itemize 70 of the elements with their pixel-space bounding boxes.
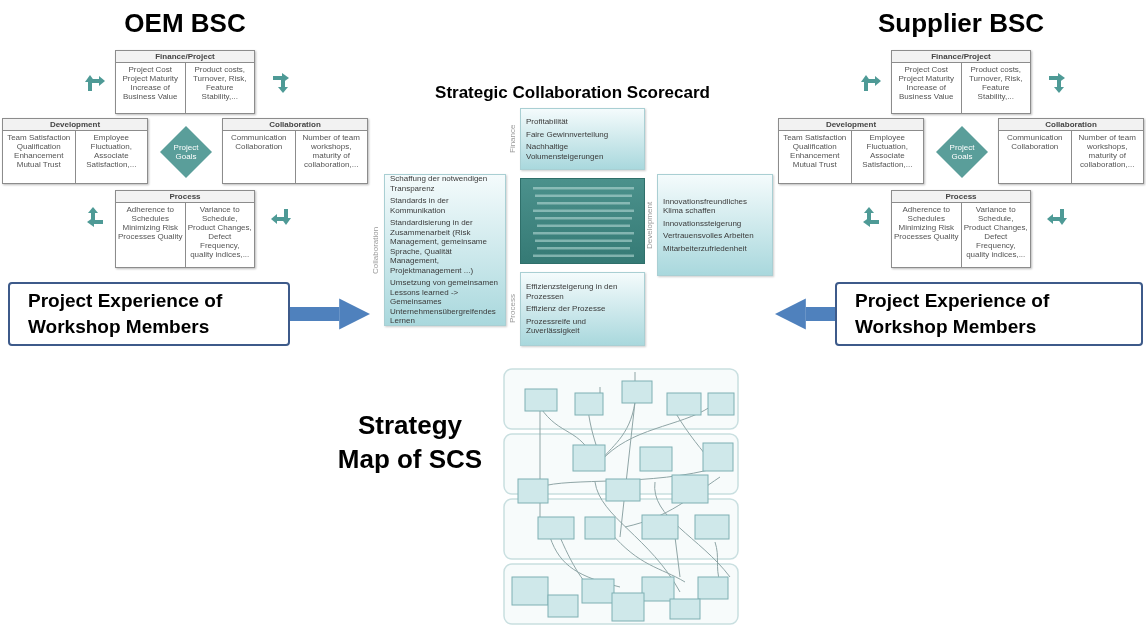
perspective-cell: Employee Fluctuation, Associate Satisfaction,... xyxy=(850,131,923,183)
objective-text: Schaffung der notwendigen Transparenz xyxy=(390,174,489,194)
objective-text: Prozessreife und Zuverlässigkeit xyxy=(526,316,588,336)
goal-label: Project Goals xyxy=(172,143,200,161)
perspective-cell-text: Communication Collaboration xyxy=(229,132,288,153)
perspective-table xyxy=(778,118,924,184)
perspective-cell-text: Communication Collaboration xyxy=(1005,132,1064,153)
objective-text: Vertrauensvolles Arbeiten xyxy=(663,231,755,241)
goal-diamond xyxy=(160,126,212,178)
perspective-cell-text: Team Satisfaction Qualification Enhancement Mutual Trust xyxy=(782,132,848,171)
scorecard-box xyxy=(384,174,506,326)
perspective-cell: Product costs, Turnover, Risk, Feature Stability,... xyxy=(960,63,1030,113)
bsc-title: OEM BSC xyxy=(2,6,368,42)
objective-text: Faire Gewinnverteilung xyxy=(526,129,610,139)
block-arrow xyxy=(290,298,370,330)
perspective-table xyxy=(222,118,368,184)
perspective-table xyxy=(115,190,255,268)
objective-text: Effizienzsteigerung in den Prozessen xyxy=(526,282,619,302)
scorecard-box xyxy=(520,108,645,170)
objective-text: Standards in der Kommunikation xyxy=(390,196,450,216)
objective-text: Nachhaltige Volumensteigerungen xyxy=(526,142,605,161)
perspective-table xyxy=(998,118,1144,184)
strategy-map-picture xyxy=(500,367,742,625)
goal-diamond xyxy=(936,126,988,178)
experience-box xyxy=(835,282,1143,346)
perspective-header: Finance/Project xyxy=(116,51,254,63)
perspective-cell-text: Project Cost Project Maturity Increase of Business Value xyxy=(121,64,180,103)
perspective-header: Development xyxy=(3,119,147,131)
perspective-cell: Variance to Schedule, Product Changes, Defect Frequency, quality indices,... xyxy=(184,203,254,267)
experience-label: Project Experience of Workshop Members xyxy=(855,289,1051,339)
perspective-cell: Variance to Schedule, Product Changes, Defect Frequency, quality indices,... xyxy=(960,203,1030,267)
bsc-title: Supplier BSC xyxy=(778,6,1144,42)
side-label: Finance xyxy=(509,123,517,156)
perspective-header: Finance/Project xyxy=(892,51,1030,63)
objective-text: Mitarbeiterzufriedenheit xyxy=(663,243,748,254)
perspective-cell-text: Adherence to Schedules Minimizing Risk Processes Quality xyxy=(117,204,184,243)
objective-text: Innovationsfreundliches Klima schaffen xyxy=(663,196,749,216)
perspective-header: Process xyxy=(892,191,1030,203)
objective-text: Umsetzung von gemeinsamen Lessons learned -> Gemeinsames Unternehmensübergreifendes Lernen xyxy=(390,278,500,326)
goal-label: Project Goals xyxy=(948,143,976,161)
objective-text: Profitabilität xyxy=(526,117,569,127)
perspective-cell-text: Project Cost Project Maturity Increase of Business Value xyxy=(897,64,956,103)
perspective-table xyxy=(2,118,148,184)
objective-text: Standardisierung in der Zusammenarbeit (Risk Management, gemeinsame Sprache, Qualität Management, Projektmanagement ...) xyxy=(390,218,488,276)
scorecard-box xyxy=(520,272,645,346)
vision-box xyxy=(520,178,645,264)
block-arrow xyxy=(775,298,835,330)
perspective-header: Development xyxy=(779,119,923,131)
perspective-cell: Number of team workshops, maturity of collaboration,... xyxy=(1070,131,1143,183)
perspective-table xyxy=(115,50,255,114)
perspective-cell-text: Team Satisfaction Qualification Enhancement Mutual Trust xyxy=(6,132,72,171)
perspective-header: Process xyxy=(116,191,254,203)
perspective-cell: Employee Fluctuation, Associate Satisfaction,... xyxy=(74,131,147,183)
experience-label: Project Experience of Workshop Members xyxy=(28,289,224,339)
side-label: Process xyxy=(509,293,517,326)
scorecard-box xyxy=(657,174,773,276)
perspective-cell-text: Adherence to Schedules Minimizing Risk Processes Quality xyxy=(893,204,960,243)
objective-text: Effizienz der Prozesse xyxy=(526,304,607,314)
perspective-header: Collaboration xyxy=(223,119,367,131)
perspective-cell: Number of team workshops, maturity of collaboration,... xyxy=(294,131,367,183)
side-label: Development xyxy=(646,200,654,251)
perspective-table xyxy=(891,50,1031,114)
perspective-table xyxy=(891,190,1031,268)
side-label: Collaboration xyxy=(372,225,380,276)
map-heading: Strategy Map of SCS xyxy=(336,409,484,476)
scorecard-title: Strategic Collaboration Scorecard xyxy=(434,82,711,104)
objective-text: Innovationssteigerung xyxy=(663,218,743,229)
perspective-header: Collaboration xyxy=(999,119,1143,131)
experience-box xyxy=(8,282,290,346)
perspective-cell: Product costs, Turnover, Risk, Feature Stability,... xyxy=(184,63,254,113)
